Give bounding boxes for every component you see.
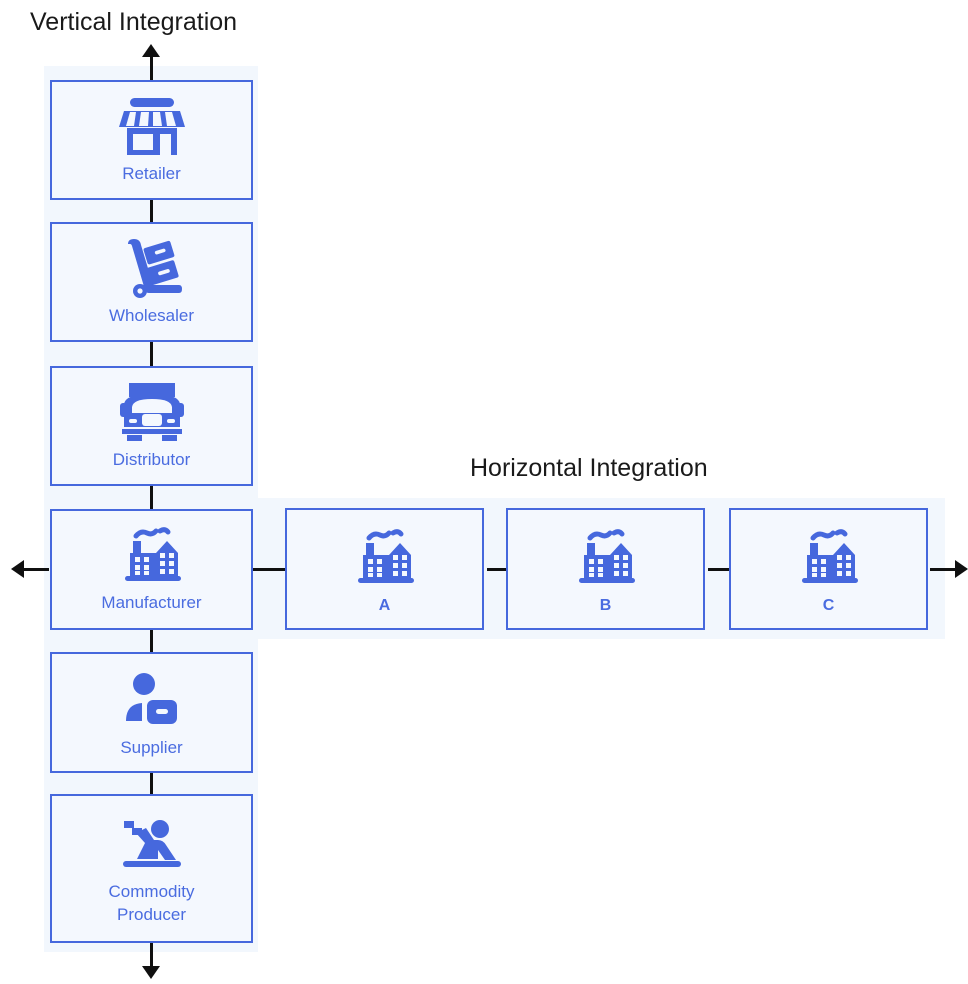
node-label: Distributor [112, 450, 191, 469]
node-distributor[interactable]: Distributor [50, 366, 253, 486]
node-manufacturer[interactable]: Manufacturer [50, 509, 253, 630]
miner-worker-icon [52, 796, 251, 880]
connector-above-retailer [150, 55, 153, 81]
node-competitor-c[interactable]: C [729, 508, 928, 630]
connector-b-c [708, 568, 730, 571]
connector-a-b [487, 568, 507, 571]
hand-truck-icon [52, 224, 251, 304]
factory-icon [52, 511, 251, 591]
connector-retailer-wholesaler [150, 200, 153, 223]
arrow-down-icon [142, 966, 160, 979]
storefront-icon [52, 82, 251, 162]
supplier-person-icon [52, 654, 251, 736]
arrow-right-icon [955, 560, 968, 578]
truck-front-icon [52, 368, 251, 448]
node-retailer[interactable]: Retailer [50, 80, 253, 200]
node-commodity-producer[interactable]: Commodity Producer [50, 794, 253, 943]
factory-icon [508, 510, 703, 594]
connector-supplier-commodity [150, 772, 153, 795]
connector-right-of-c [930, 568, 958, 571]
factory-icon [731, 510, 926, 594]
vertical-integration-title: Vertical Integration [30, 8, 238, 36]
connector-wholesaler-distributor [150, 342, 153, 367]
node-supplier[interactable]: Supplier [50, 652, 253, 773]
connector-manufacturer-a [253, 568, 286, 571]
node-wholesaler[interactable]: Wholesaler [50, 222, 253, 342]
node-label: Commodity Producer [108, 882, 195, 924]
node-label: Retailer [122, 164, 181, 183]
node-label: Wholesaler [108, 306, 195, 325]
node-label: Supplier [120, 738, 183, 757]
node-competitor-b[interactable]: B [506, 508, 705, 630]
connector-left-of-manufacturer [23, 568, 49, 571]
factory-icon [287, 510, 482, 594]
connector-below-commodity [150, 943, 153, 971]
connector-manufacturer-supplier [150, 629, 153, 653]
node-competitor-a[interactable]: A [285, 508, 484, 630]
node-label: C [822, 597, 835, 614]
arrow-left-icon [11, 560, 24, 578]
connector-distributor-manufacturer [150, 486, 153, 510]
node-label: A [378, 597, 391, 614]
arrow-up-icon [142, 44, 160, 57]
node-label: Manufacturer [101, 593, 202, 612]
node-label: B [599, 597, 612, 614]
horizontal-integration-title: Horizontal Integration [470, 454, 708, 482]
